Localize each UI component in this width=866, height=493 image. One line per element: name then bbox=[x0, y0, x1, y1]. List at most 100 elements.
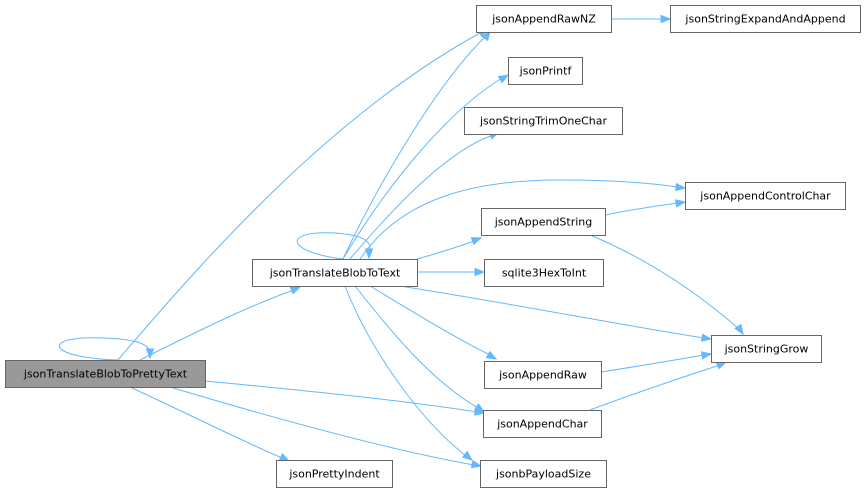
edge-jsonAppendChar-to-jsonStringGrow bbox=[589, 361, 728, 411]
edge-line bbox=[169, 386, 475, 466]
node-box[interactable] bbox=[464, 107, 623, 135]
edge-jsonTranslateBlobToPrettyText-to-jsonPrettyIndent bbox=[129, 386, 291, 462]
edge-line bbox=[369, 285, 491, 356]
node-box[interactable] bbox=[508, 57, 583, 85]
node-box[interactable] bbox=[252, 259, 418, 287]
node-jsonAppendRawNZ[interactable]: jsonAppendRawNZ bbox=[476, 5, 612, 33]
node-jsonTranslateBlobToText[interactable]: jsonTranslateBlobToText bbox=[252, 259, 418, 287]
node-sqlite3HexToInt[interactable]: sqlite3HexToInt bbox=[484, 259, 604, 287]
edge-arrowhead bbox=[700, 351, 713, 360]
node-label: jsonStringGrow bbox=[724, 343, 809, 356]
node-label: jsonAppendControlChar bbox=[699, 190, 831, 203]
edge-line bbox=[344, 285, 467, 457]
edge-line bbox=[589, 234, 739, 329]
nodes-layer: jsonTranslateBlobToPrettyText jsonTransla… bbox=[5, 5, 861, 488]
node-label: sqlite3HexToInt bbox=[502, 267, 587, 280]
node-box[interactable] bbox=[481, 208, 606, 236]
node-box[interactable] bbox=[670, 5, 861, 33]
edge-arrowhead bbox=[364, 248, 374, 260]
edge-jsonTranslateBlobToText-to-jsonAppendControlChar bbox=[359, 179, 687, 260]
node-label: jsonTranslateBlobToPrettyText bbox=[23, 368, 188, 381]
node-jsonStringExpandAndAppend[interactable]: jsonStringExpandAndAppend bbox=[670, 5, 861, 33]
edge-line bbox=[204, 380, 478, 413]
edge-line bbox=[342, 77, 503, 260]
edge-line bbox=[342, 35, 487, 260]
node-label: jsonPrintf bbox=[519, 65, 573, 78]
edge-arrowhead bbox=[674, 199, 687, 208]
edge-arrowhead bbox=[145, 348, 155, 360]
node-jsonbPayloadSize[interactable]: jsonbPayloadSize bbox=[480, 460, 607, 488]
edge-arrowhead bbox=[481, 29, 491, 42]
edge-line bbox=[589, 364, 721, 411]
edge-arrowhead bbox=[473, 403, 486, 413]
node-label: jsonAppendString bbox=[494, 216, 593, 229]
node-label: jsonAppendRaw bbox=[498, 369, 587, 382]
edge-line bbox=[349, 134, 494, 260]
edge-jsonTranslateBlobToText-to-jsonAppendChar bbox=[354, 285, 486, 413]
edge-line bbox=[117, 32, 481, 361]
edge-arrowhead bbox=[474, 267, 486, 277]
edge-jsonTranslateBlobToPrettyText-to-jsonTranslateBlobToText bbox=[139, 286, 302, 361]
edge-arrowhead bbox=[734, 323, 744, 336]
node-box[interactable] bbox=[685, 182, 846, 210]
node-label: jsonStringTrimOneChar bbox=[479, 115, 608, 128]
node-label: jsonAppendRawNZ bbox=[491, 13, 596, 26]
node-box[interactable] bbox=[484, 361, 602, 389]
edge-line bbox=[399, 285, 705, 339]
edge-jsonTranslateBlobToText-to-jsonStringGrow bbox=[399, 285, 713, 342]
edge-jsonTranslateBlobToText-to-jsonTranslateBlobToText bbox=[296, 232, 374, 260]
edge-line bbox=[58, 337, 151, 361]
edge-line bbox=[129, 386, 283, 459]
node-jsonAppendControlChar[interactable]: jsonAppendControlChar bbox=[685, 182, 846, 210]
edge-jsonAppendString-to-jsonAppendControlChar bbox=[604, 199, 687, 216]
edge-jsonTranslateBlobToText-to-jsonAppendRaw bbox=[369, 285, 498, 360]
node-jsonAppendRaw[interactable]: jsonAppendRaw bbox=[484, 361, 602, 389]
node-label: jsonTranslateBlobToText bbox=[269, 267, 401, 280]
edge-arrowhead bbox=[497, 74, 510, 84]
edge-line bbox=[416, 240, 475, 260]
node-box[interactable] bbox=[484, 259, 604, 287]
edge-jsonAppendString-to-jsonStringGrow bbox=[589, 234, 744, 336]
node-jsonStringTrimOneChar[interactable]: jsonStringTrimOneChar bbox=[464, 107, 623, 135]
node-jsonPrettyIndent[interactable]: jsonPrettyIndent bbox=[276, 460, 393, 488]
edge-line bbox=[600, 354, 705, 373]
edge-jsonTranslateBlobToText-to-jsonPrintf bbox=[342, 74, 510, 260]
edge-arrowhead bbox=[289, 286, 302, 295]
edge-line bbox=[604, 202, 679, 216]
edge-arrowhead bbox=[675, 182, 687, 192]
node-jsonAppendString[interactable]: jsonAppendString bbox=[481, 208, 606, 236]
edge-jsonAppendRaw-to-jsonStringGrow bbox=[600, 351, 713, 373]
edge-jsonAppendRawNZ-to-jsonStringExpandAndAppend bbox=[611, 14, 672, 24]
node-jsonTranslateBlobToPrettyText[interactable]: jsonTranslateBlobToPrettyText bbox=[5, 360, 206, 388]
edge-jsonTranslateBlobToText-to-jsonAppendString bbox=[416, 237, 483, 260]
node-box[interactable] bbox=[276, 460, 393, 488]
node-label: jsonStringExpandAndAppend bbox=[684, 13, 845, 26]
node-label: jsonPrettyIndent bbox=[288, 468, 380, 481]
node-box[interactable] bbox=[5, 360, 206, 388]
edge-arrowhead bbox=[485, 350, 498, 360]
edge-jsonTranslateBlobToPrettyText-to-jsonAppendRawNZ bbox=[117, 28, 490, 361]
edge-line bbox=[139, 289, 295, 361]
node-box[interactable] bbox=[711, 335, 822, 363]
node-label: jsonAppendChar bbox=[496, 418, 588, 431]
node-jsonPrintf[interactable]: jsonPrintf bbox=[508, 57, 583, 85]
node-box[interactable] bbox=[480, 460, 607, 488]
node-box[interactable] bbox=[476, 5, 612, 33]
edge-jsonTranslateBlobToPrettyText-to-jsonTranslateBlobToPrettyText bbox=[58, 337, 155, 361]
edge-arrowhead bbox=[278, 452, 291, 462]
node-jsonStringGrow[interactable]: jsonStringGrow bbox=[711, 335, 822, 363]
node-label: jsonbPayloadSize bbox=[495, 468, 591, 481]
edge-jsonTranslateBlobToText-to-jsonAppendRawNZ bbox=[342, 29, 491, 260]
edge-jsonTranslateBlobToText-to-jsonbPayloadSize bbox=[344, 285, 474, 461]
edge-jsonTranslateBlobToText-to-sqlite3HexToInt bbox=[417, 267, 486, 277]
node-jsonAppendChar[interactable]: jsonAppendChar bbox=[483, 410, 602, 438]
edge-arrowhead bbox=[470, 459, 483, 469]
edges-layer bbox=[58, 14, 744, 469]
node-box[interactable] bbox=[483, 410, 602, 438]
edge-arrowhead bbox=[700, 333, 713, 342]
edge-line bbox=[354, 285, 479, 409]
edge-jsonTranslateBlobToPrettyText-to-jsonbPayloadSize bbox=[169, 386, 483, 469]
edge-line bbox=[359, 179, 679, 260]
edge-arrowhead bbox=[461, 450, 474, 461]
